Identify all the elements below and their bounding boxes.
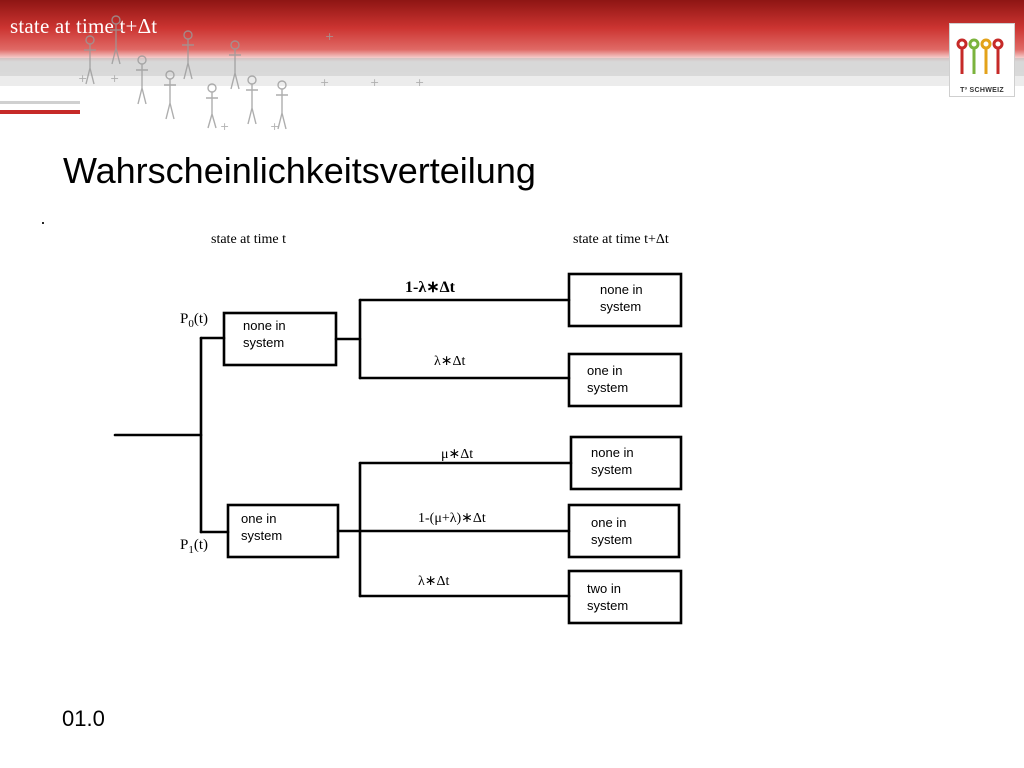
target-box-3 — [567, 503, 681, 559]
source-label-p1: P1(t) — [180, 537, 209, 556]
bullet-dot: · — [40, 212, 46, 232]
people-silhouettes-icon: + + + + + + + + — [78, 15, 424, 133]
svg-text:+: + — [415, 76, 424, 89]
target-box-4 — [567, 569, 683, 625]
header-banner — [0, 0, 1024, 86]
transition-prob-0: 1-λ∗Δt — [405, 279, 455, 296]
transition-prob-2: μ∗Δt — [441, 447, 474, 462]
logo-caption: T³ SCHWEIZ — [960, 87, 1004, 94]
slide-title: Wahrscheinlichkeitsverteilung — [63, 150, 536, 191]
col-right-header: state at time t+Δt — [573, 232, 669, 247]
target-box-0 — [567, 272, 683, 328]
svg-text:+: + — [78, 72, 87, 85]
col-left-header: state at time t — [211, 232, 287, 247]
transition-prob-4: λ∗Δt — [418, 574, 450, 589]
accent-lines — [0, 101, 80, 114]
svg-text:+: + — [370, 76, 379, 89]
source-label-p0: P0(t) — [180, 311, 209, 330]
svg-text:+: + — [220, 120, 229, 133]
svg-text:+: + — [325, 30, 334, 43]
target-box-2 — [569, 435, 683, 491]
header-label: state at time t+Δt — [10, 14, 158, 38]
target-box-1 — [567, 352, 683, 408]
svg-text:+: + — [270, 120, 279, 133]
svg-text:+: + — [110, 72, 119, 85]
transition-prob-3: 1-(μ+λ)∗Δt — [418, 511, 486, 526]
svg-text:+: + — [320, 76, 329, 89]
logo-figures-icon — [956, 38, 1004, 74]
t3-schweiz-logo: T³ SCHWEIZ — [949, 23, 1015, 97]
transition-prob-1: λ∗Δt — [434, 354, 466, 369]
slide-number: 01.0 — [62, 706, 105, 731]
